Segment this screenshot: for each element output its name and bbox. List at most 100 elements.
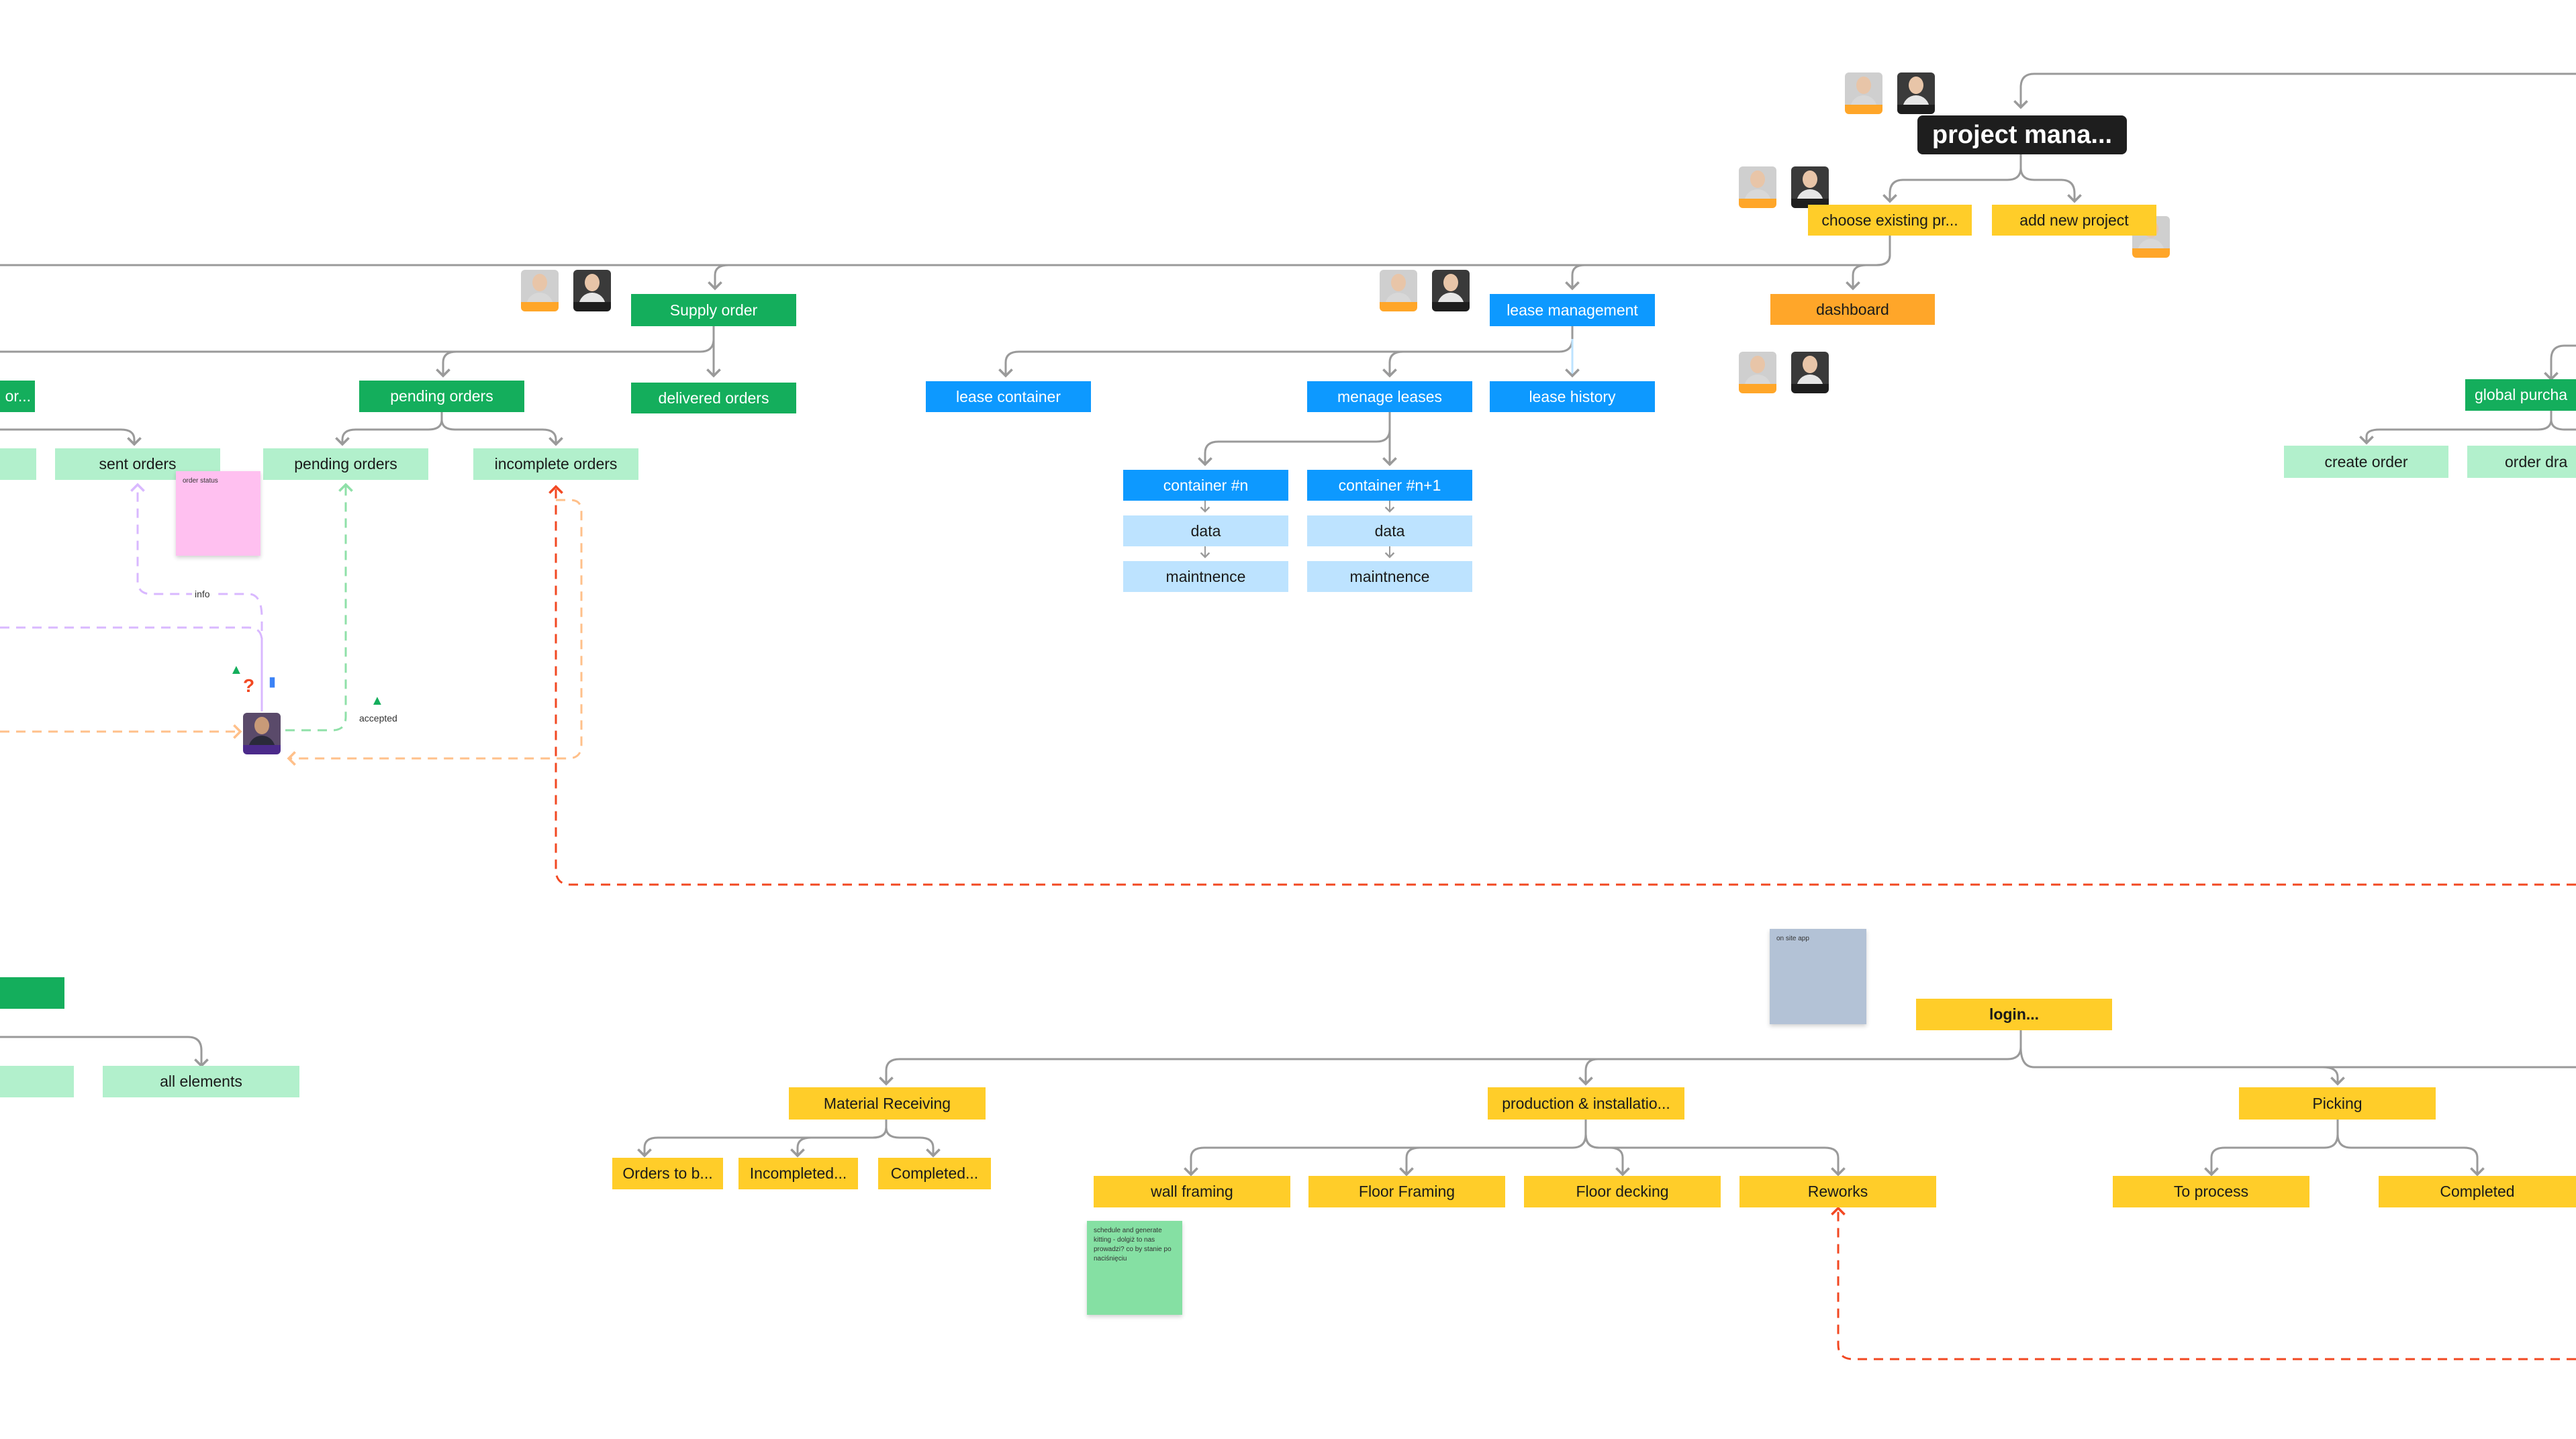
sticky-text: on site app bbox=[1776, 935, 1809, 942]
avatar bbox=[1897, 72, 1935, 114]
avatar bbox=[1791, 352, 1829, 393]
question-icon: ? bbox=[243, 675, 255, 696]
node-to-process[interactable]: To process bbox=[2113, 1176, 2309, 1207]
avatar bbox=[1845, 72, 1882, 114]
edge-login-picking bbox=[2322, 1066, 2345, 1086]
node-project-management[interactable]: project mana... bbox=[1917, 115, 2127, 154]
edge-mr-completed bbox=[885, 1127, 941, 1158]
node-data-2[interactable]: data bbox=[1307, 515, 1472, 546]
node-add-new-project[interactable]: add new project bbox=[1992, 205, 2156, 236]
node-global-purchase[interactable]: global purcha bbox=[2465, 379, 2576, 411]
node-lease-container[interactable]: lease container bbox=[926, 381, 1091, 412]
node-completed-mr[interactable]: Completed... bbox=[878, 1158, 991, 1189]
node-picking[interactable]: Picking bbox=[2239, 1087, 2436, 1120]
node-orders-truncated[interactable]: or... bbox=[0, 381, 35, 412]
node-incompleted[interactable]: Incompleted... bbox=[738, 1158, 858, 1189]
node-completed-picking[interactable]: Completed bbox=[2379, 1176, 2576, 1207]
node-orders-to-be[interactable]: Orders to b... bbox=[612, 1158, 723, 1189]
edge-picking-children bbox=[2204, 1120, 2339, 1177]
edge-project-choose bbox=[1882, 153, 2022, 203]
sticky-text: schedule and generate kitting - dolgiż t… bbox=[1094, 1227, 1172, 1262]
edge-global-right bbox=[2550, 419, 2576, 431]
edge-label-info: info bbox=[192, 589, 213, 599]
edge-left-all-elements bbox=[0, 1036, 209, 1068]
sticky-note-on-site-app[interactable]: on site app bbox=[1770, 929, 1866, 1024]
node-production-installation[interactable]: production & installatio... bbox=[1488, 1087, 1684, 1120]
edge-left-sent bbox=[0, 428, 142, 446]
edge-choose-dashboard bbox=[1846, 235, 1891, 291]
node-incomplete-orders[interactable]: incomplete orders bbox=[473, 448, 638, 480]
node-create-order[interactable]: create order bbox=[2284, 446, 2448, 478]
edge-prod-children bbox=[1184, 1120, 1587, 1177]
edge-to-supply bbox=[708, 264, 729, 291]
edge-label-accepted: accepted bbox=[359, 713, 397, 724]
node-data-1[interactable]: data bbox=[1123, 515, 1288, 546]
edge-prod-reworks bbox=[1584, 1134, 1846, 1177]
node-wall-framing[interactable]: wall framing bbox=[1094, 1176, 1290, 1207]
node-delivered-orders[interactable]: delivered orders bbox=[631, 383, 796, 413]
node-material-receiving[interactable]: Material Receiving bbox=[789, 1087, 986, 1120]
avatar bbox=[1739, 166, 1776, 208]
node-choose-existing-project[interactable]: choose existing pr... bbox=[1808, 205, 1972, 236]
edge-top-to-project bbox=[2013, 72, 2576, 109]
edge-mr-incompleted bbox=[790, 1127, 888, 1158]
node-left-truncated[interactable] bbox=[0, 448, 36, 480]
avatar bbox=[243, 713, 281, 754]
node-container-n1[interactable]: container #n+1 bbox=[1307, 470, 1472, 501]
node-dashboard[interactable]: dashboard bbox=[1770, 294, 1935, 325]
sticky-note-schedule[interactable]: schedule and generate kitting - dolgiż t… bbox=[1087, 1221, 1182, 1315]
edge-global-in bbox=[2544, 344, 2576, 381]
edge-dashed-purple-info bbox=[130, 483, 263, 711]
node-all-elements[interactable]: all elements bbox=[103, 1066, 299, 1097]
edge-project-add bbox=[2019, 167, 2082, 203]
node-order-drafts[interactable]: order dra bbox=[2467, 446, 2576, 478]
edge-lease-menage bbox=[1382, 350, 1404, 378]
edge-global-children bbox=[2359, 411, 2553, 445]
node-container-n[interactable]: container #n bbox=[1123, 470, 1288, 501]
avatar bbox=[1432, 270, 1470, 311]
sticky-text: order status bbox=[183, 477, 218, 485]
edge-dashed-red-incomplete bbox=[548, 485, 2576, 886]
node-bottom-left-lgreen[interactable] bbox=[0, 1066, 74, 1097]
node-pending-orders[interactable]: pending orders bbox=[263, 448, 428, 480]
avatar bbox=[573, 270, 611, 311]
edge-menage-containers bbox=[1198, 412, 1391, 466]
thumbs-up-icon: ▲ bbox=[371, 693, 384, 708]
avatar bbox=[1739, 352, 1776, 393]
comment-icon: ▮ bbox=[269, 675, 277, 689]
edge-to-lease-mgmt bbox=[1565, 264, 1585, 291]
edge-pending-children-right bbox=[440, 419, 563, 446]
node-floor-framing[interactable]: Floor Framing bbox=[1308, 1176, 1505, 1207]
edge-dashed-red-reworks bbox=[1831, 1206, 2576, 1360]
edge-login-production bbox=[1578, 1058, 1599, 1086]
node-lease-history[interactable]: lease history bbox=[1490, 381, 1655, 412]
edge-supply-down bbox=[436, 326, 715, 378]
node-reworks[interactable]: Reworks bbox=[1739, 1176, 1936, 1207]
sticky-note-order-status[interactable]: order status bbox=[176, 471, 260, 556]
edge-picking-completed bbox=[2336, 1134, 2485, 1177]
node-supply-order[interactable]: Supply order bbox=[631, 294, 796, 326]
node-bottom-left-green[interactable] bbox=[0, 977, 64, 1009]
edge-prod-floor-framing bbox=[1399, 1146, 1421, 1177]
edge-dashed-purple-left bbox=[0, 626, 263, 711]
avatar bbox=[1791, 166, 1829, 208]
thumbs-up-icon: ▲ bbox=[230, 662, 243, 677]
node-maintnence-2[interactable]: maintnence bbox=[1307, 561, 1472, 592]
edge-prod-floor-decking bbox=[1584, 1134, 1630, 1177]
node-menage-leases[interactable]: menage leases bbox=[1307, 381, 1472, 412]
edge-dashed-orange-incomplete bbox=[287, 499, 583, 766]
avatar bbox=[521, 270, 559, 311]
edge-lease-down bbox=[998, 326, 1574, 378]
edge-pending-children-left bbox=[335, 412, 443, 446]
node-login[interactable]: login... bbox=[1916, 999, 2112, 1030]
avatar bbox=[1380, 270, 1417, 311]
node-pending-orders-top[interactable]: pending orders bbox=[359, 381, 524, 412]
node-maintnence-1[interactable]: maintnence bbox=[1123, 561, 1288, 592]
edge-dashed-green-pending bbox=[285, 483, 353, 732]
node-lease-management[interactable]: lease management bbox=[1490, 294, 1655, 326]
node-floor-decking[interactable]: Floor decking bbox=[1524, 1176, 1721, 1207]
edge-login-right bbox=[2019, 1046, 2576, 1069]
edge-login-down bbox=[879, 1030, 2022, 1086]
